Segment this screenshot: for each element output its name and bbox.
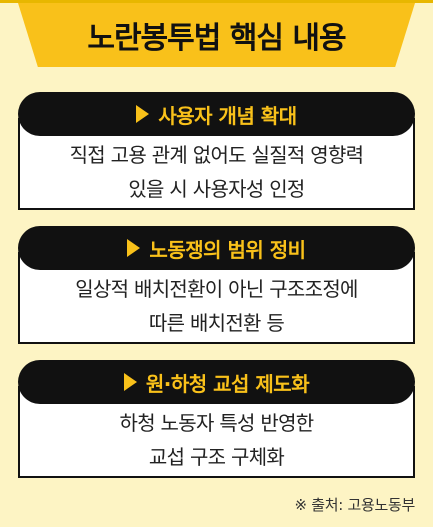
section-labor-dispute-scope: 노동쟁의 범위 정비 일상적 배치전환이 아닌 구조조정에 따른 배치전환 등 xyxy=(18,226,415,344)
section-body-line: 있을 시 사용자성 인정 xyxy=(128,177,305,201)
section-body-line: 따른 배치전환 등 xyxy=(148,311,285,335)
triangle-right-icon xyxy=(127,239,141,257)
section-body-line: 일상적 배치전환이 아닌 구조조정에 xyxy=(75,277,358,301)
section-subcontract-bargaining: 원·하청 교섭 제도화 하청 노동자 특성 반영한 교섭 구조 구체화 xyxy=(18,360,415,478)
section-header: 사용자 개념 확대 xyxy=(18,92,415,136)
infographic-title: 노란봉투법 핵심 내용 xyxy=(87,21,346,56)
triangle-right-icon xyxy=(136,105,150,123)
section-header: 원·하청 교섭 제도화 xyxy=(18,360,415,404)
section-header-label: 원·하청 교섭 제도화 xyxy=(145,371,310,396)
title-banner: 노란봉투법 핵심 내용 xyxy=(18,3,415,67)
section-employer-concept: 사용자 개념 확대 직접 고용 관계 없어도 실질적 영향력 있을 시 사용자성… xyxy=(18,92,415,210)
section-body-line: 교섭 구조 구체화 xyxy=(148,445,285,469)
section-body-line: 직접 고용 관계 없어도 실질적 영향력 xyxy=(69,143,364,167)
triangle-right-icon xyxy=(123,373,137,391)
section-header-label: 사용자 개념 확대 xyxy=(158,103,297,128)
section-body-line: 하청 노동자 특성 반영한 xyxy=(119,411,315,435)
section-header-label: 노동쟁의 범위 정비 xyxy=(149,237,306,262)
source-credit: ※ 출처: 고용노동부 xyxy=(294,496,416,514)
section-header: 노동쟁의 범위 정비 xyxy=(18,226,415,270)
